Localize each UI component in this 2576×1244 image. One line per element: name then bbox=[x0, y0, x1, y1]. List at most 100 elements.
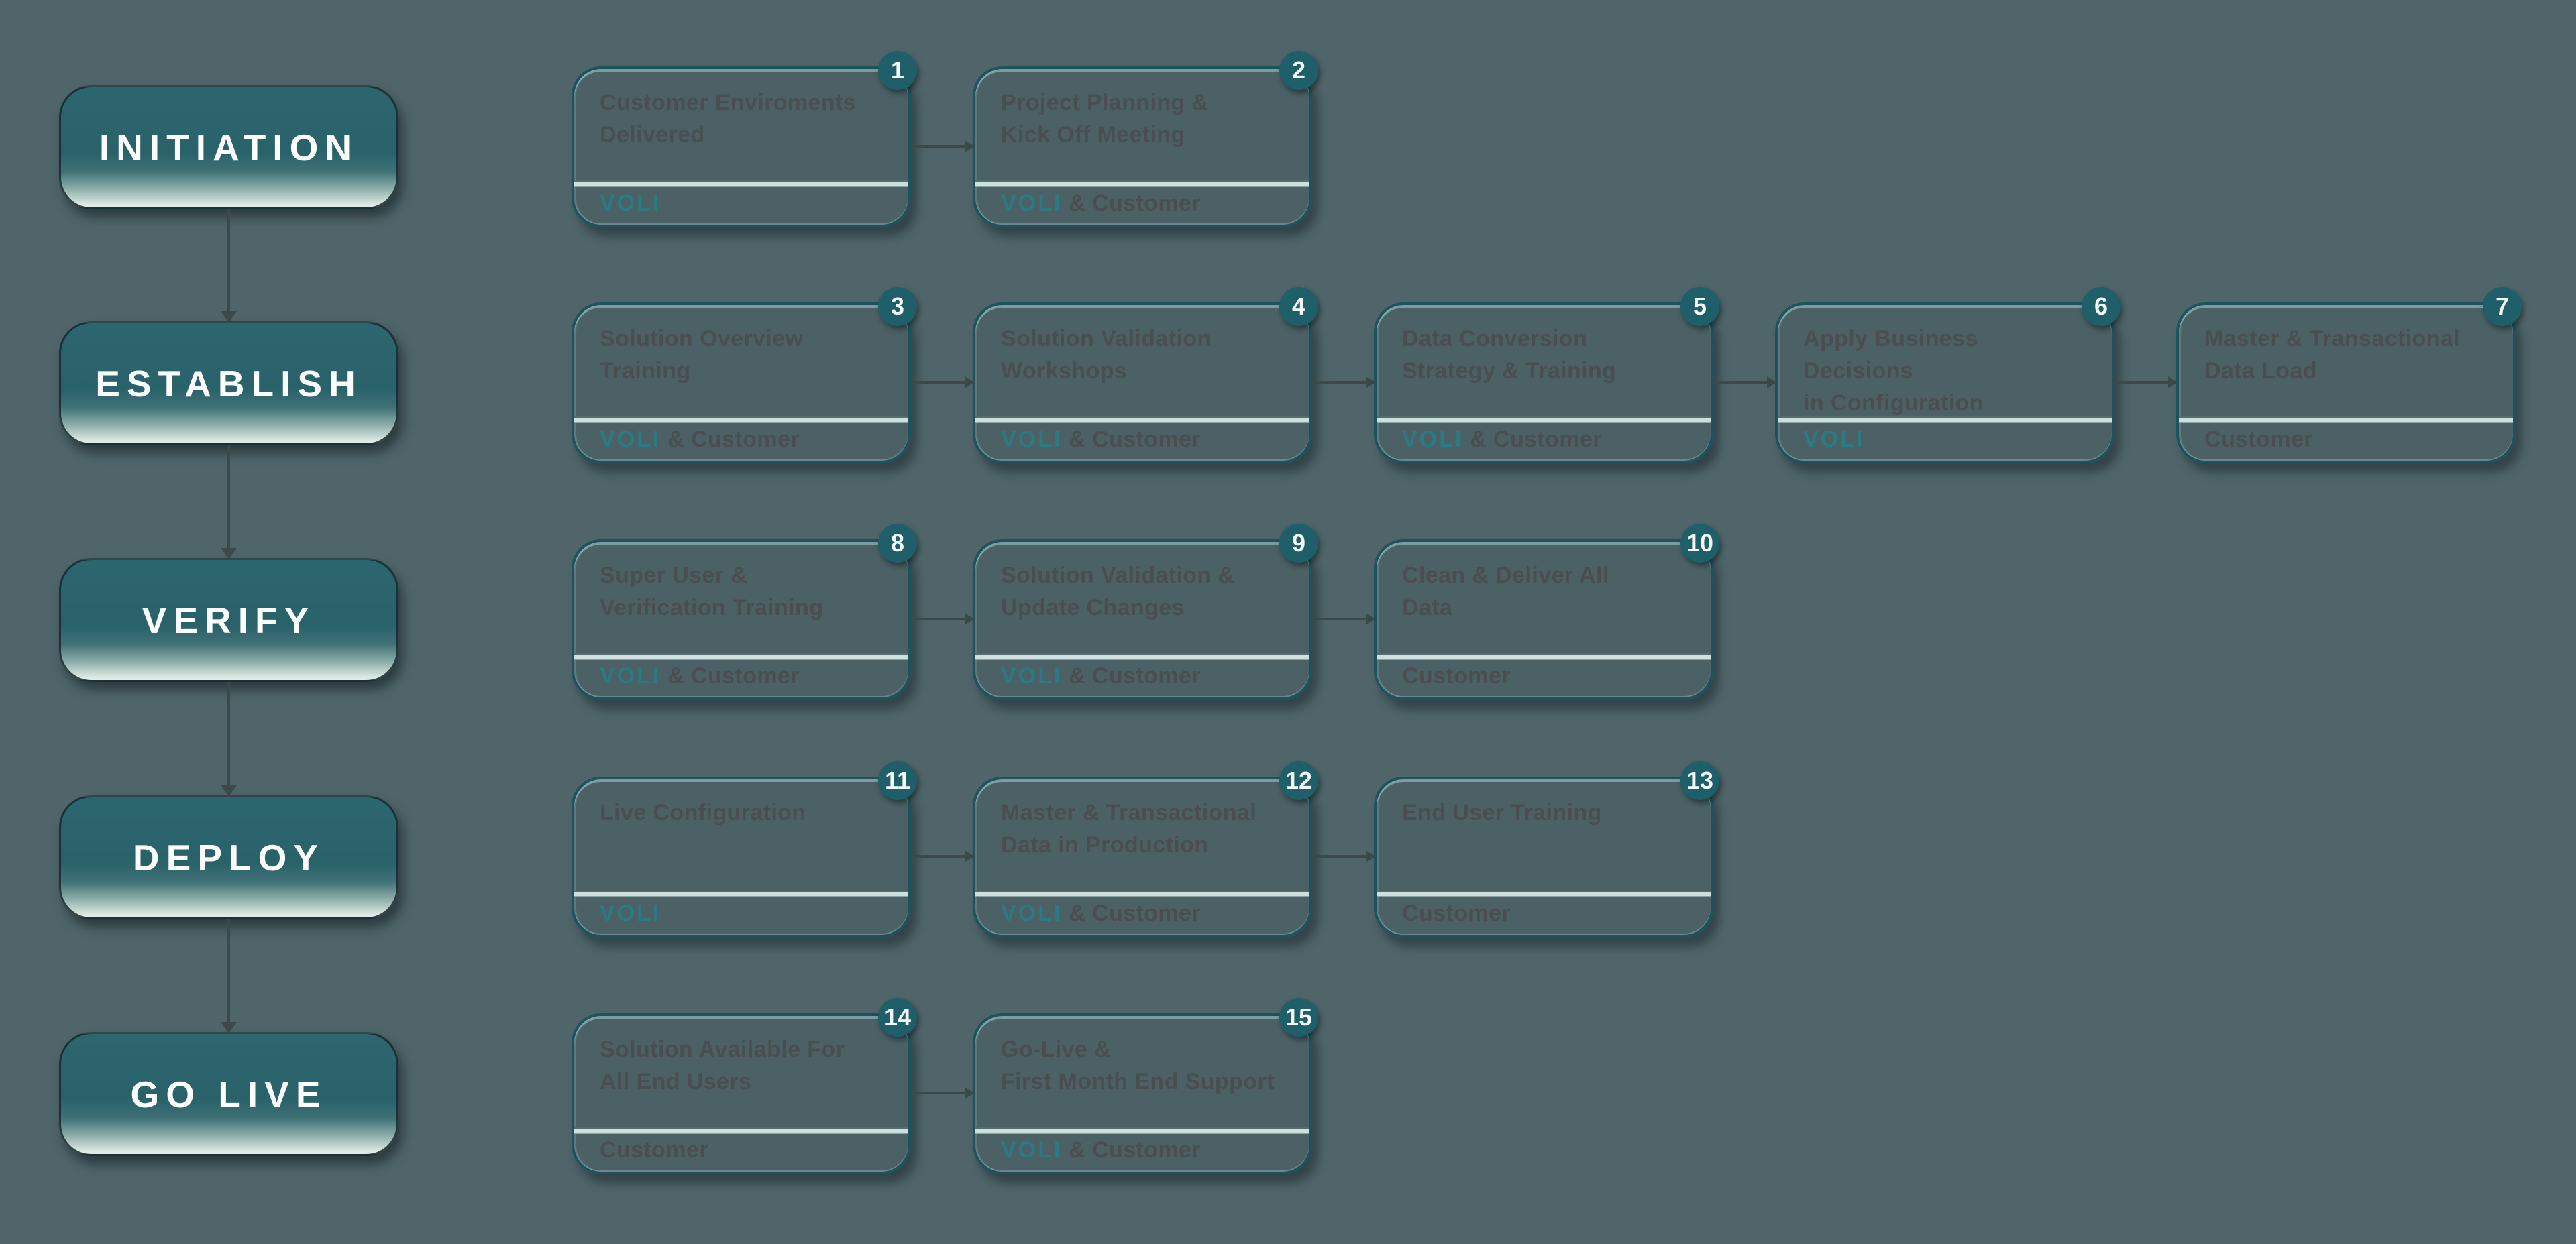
step-divider bbox=[574, 1127, 908, 1134]
owner-text: & Customer bbox=[1062, 1137, 1201, 1163]
step-title: Clean & Deliver All Data bbox=[1402, 563, 1609, 620]
step-row-verify: 8 Super User & Verification Training VOL… bbox=[572, 524, 1719, 700]
step-title: Go-Live & First Month End Support bbox=[1001, 1037, 1275, 1094]
step-row-go-live: 14 Solution Available For All End Users … bbox=[572, 998, 1318, 1174]
step-divider bbox=[975, 180, 1309, 187]
step-number-badge: 4 bbox=[1279, 287, 1318, 326]
arrow-down-icon bbox=[221, 785, 237, 797]
step-divider bbox=[1377, 891, 1711, 897]
step-owner: VOLI & Customer bbox=[975, 897, 1309, 935]
step-divider bbox=[574, 653, 908, 660]
step-title: Live Configuration bbox=[600, 800, 806, 826]
step-row-establish: 3 Solution Overview Training VOLI & Cust… bbox=[572, 287, 2522, 463]
step-divider bbox=[975, 416, 1309, 423]
step-connector-line bbox=[911, 376, 974, 388]
step-card: 12 Master & Transactional Data in Produc… bbox=[973, 761, 1318, 938]
phase-button-initiation: INITIATION bbox=[59, 85, 398, 209]
voli-brand-text: VOLI bbox=[1803, 426, 1865, 452]
owner-text: & Customer bbox=[661, 663, 800, 689]
step-divider bbox=[1377, 416, 1711, 423]
step-card: 1 Customer Enviroments Delivered VOLI bbox=[572, 51, 917, 227]
step-title: Solution Validation Workshops bbox=[1001, 326, 1212, 384]
step-title: Master & Transactional Data Load bbox=[2204, 326, 2461, 384]
step-divider bbox=[574, 180, 908, 187]
voli-brand-text: VOLI bbox=[1001, 900, 1063, 926]
phase-connector-line bbox=[221, 209, 237, 323]
arrow-right-icon bbox=[965, 140, 974, 152]
step-owner: VOLI & Customer bbox=[574, 423, 908, 461]
step-card: 3 Solution Overview Training VOLI & Cust… bbox=[572, 287, 917, 463]
step-number-badge: 6 bbox=[2082, 287, 2121, 326]
step-title: Super User & Verification Training bbox=[600, 563, 824, 620]
step-connector-line bbox=[911, 1087, 974, 1099]
arrow-right-icon bbox=[965, 850, 974, 862]
step-title: Master & Transactional Data in Productio… bbox=[1001, 800, 1257, 858]
step-owner: VOLI & Customer bbox=[975, 423, 1309, 461]
voli-brand-text: VOLI bbox=[600, 190, 661, 216]
step-card: 4 Solution Validation Workshops VOLI & C… bbox=[973, 287, 1318, 463]
step-divider bbox=[975, 891, 1309, 897]
arrow-right-icon bbox=[1366, 376, 1375, 388]
step-connector-line bbox=[1312, 376, 1375, 388]
step-number-badge: 8 bbox=[878, 524, 917, 563]
step-number-badge: 15 bbox=[1279, 998, 1318, 1037]
step-connector-line bbox=[2114, 376, 2178, 388]
arrow-down-icon bbox=[221, 548, 237, 559]
step-divider bbox=[2179, 416, 2513, 423]
arrow-right-icon bbox=[1366, 613, 1375, 625]
step-title: Apply Business Decisions in Configuratio… bbox=[1803, 326, 1984, 416]
step-title: Solution Validation & Update Changes bbox=[1001, 563, 1235, 620]
step-number-badge: 5 bbox=[1680, 287, 1719, 326]
step-number-badge: 9 bbox=[1279, 524, 1318, 563]
step-connector-line bbox=[911, 850, 974, 862]
step-owner: VOLI bbox=[574, 187, 908, 225]
owner-text: & Customer bbox=[1062, 663, 1201, 689]
step-owner: VOLI & Customer bbox=[975, 660, 1309, 697]
voli-brand-text: VOLI bbox=[1402, 426, 1464, 452]
step-owner: VOLI & Customer bbox=[574, 660, 908, 697]
owner-text: & Customer bbox=[1463, 426, 1602, 452]
owner-text: & Customer bbox=[661, 426, 800, 452]
step-connector-line bbox=[1312, 850, 1375, 862]
owner-text: & Customer bbox=[1062, 900, 1201, 926]
step-title: Solution Overview Training bbox=[600, 326, 804, 384]
arrow-right-icon bbox=[965, 613, 974, 625]
step-owner: VOLI & Customer bbox=[1377, 423, 1711, 461]
step-row-initiation: 1 Customer Enviroments Delivered VOLI 2 … bbox=[572, 51, 1318, 227]
step-divider bbox=[1377, 653, 1711, 660]
step-card: 7 Master & Transactional Data Load Custo… bbox=[2176, 287, 2522, 463]
step-owner: VOLI bbox=[574, 897, 908, 935]
step-divider bbox=[1778, 416, 2112, 423]
phase-button-go-live: GO LIVE bbox=[59, 1032, 398, 1156]
voli-brand-text: VOLI bbox=[600, 663, 661, 689]
step-card: 15 Go-Live & First Month End Support VOL… bbox=[973, 998, 1318, 1174]
step-owner: VOLI bbox=[1778, 423, 2112, 461]
step-connector-line bbox=[1713, 376, 1776, 388]
owner-text: Customer bbox=[1402, 663, 1511, 689]
step-number-badge: 3 bbox=[878, 287, 917, 326]
step-number-badge: 1 bbox=[878, 51, 917, 90]
step-card: 9 Solution Validation & Update Changes V… bbox=[973, 524, 1318, 700]
phase-button-deploy: DEPLOY bbox=[59, 795, 398, 919]
step-owner: Customer bbox=[574, 1134, 908, 1172]
step-card: 13 End User Training Customer bbox=[1374, 761, 1719, 938]
arrow-right-icon bbox=[1767, 376, 1776, 388]
step-divider bbox=[574, 416, 908, 423]
arrow-right-icon bbox=[2168, 376, 2178, 388]
step-title: Customer Enviroments Delivered bbox=[600, 90, 857, 148]
voli-brand-text: VOLI bbox=[1001, 426, 1063, 452]
step-card: 2 Project Planning & Kick Off Meeting VO… bbox=[973, 51, 1318, 227]
owner-text: Customer bbox=[600, 1137, 708, 1163]
step-divider bbox=[975, 653, 1309, 660]
step-card: 8 Super User & Verification Training VOL… bbox=[572, 524, 917, 700]
step-number-badge: 7 bbox=[2483, 287, 2522, 326]
step-card: 5 Data Conversion Strategy & Training VO… bbox=[1374, 287, 1719, 463]
phase-connector-line bbox=[221, 682, 237, 797]
arrow-right-icon bbox=[965, 376, 974, 388]
step-divider bbox=[574, 891, 908, 897]
owner-text: Customer bbox=[2204, 426, 2313, 452]
owner-text: & Customer bbox=[1062, 190, 1201, 216]
step-card: 11 Live Configuration VOLI bbox=[572, 761, 917, 938]
voli-brand-text: VOLI bbox=[1001, 1137, 1063, 1163]
arrow-right-icon bbox=[1366, 850, 1375, 862]
